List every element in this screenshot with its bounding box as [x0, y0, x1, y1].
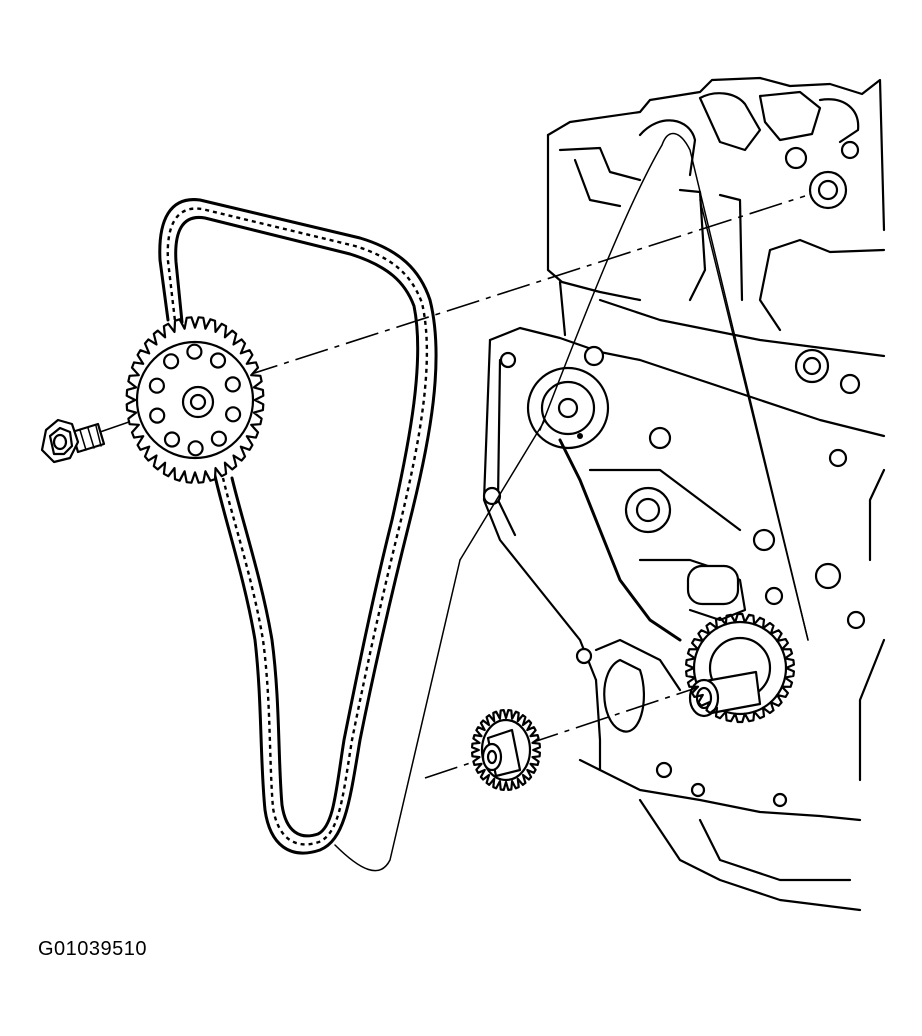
sprocket-hole — [163, 431, 181, 448]
crankshaft-sprocket — [471, 709, 541, 791]
sprocket-hole — [187, 440, 204, 457]
sprocket-bolt — [40, 418, 106, 464]
sprocket-hole — [210, 430, 227, 447]
sprocket-hole — [149, 407, 166, 424]
camshaft-sprocket-holes — [148, 343, 242, 457]
sprocket-hole — [225, 406, 242, 423]
block-crankshaft-sprocket-teeth — [685, 612, 795, 724]
sprocket-hole — [186, 343, 203, 360]
alignment-lines — [99, 132, 809, 872]
timing-chain — [158, 198, 438, 855]
sprocket-hole — [163, 353, 180, 370]
engine-block — [482, 76, 886, 912]
camshaft-sprocket — [125, 316, 265, 484]
sprocket-hole — [148, 377, 165, 394]
figure-id-label: G01039510 — [38, 938, 148, 960]
sprocket-hole — [209, 352, 227, 369]
sprocket-hole — [224, 376, 241, 393]
